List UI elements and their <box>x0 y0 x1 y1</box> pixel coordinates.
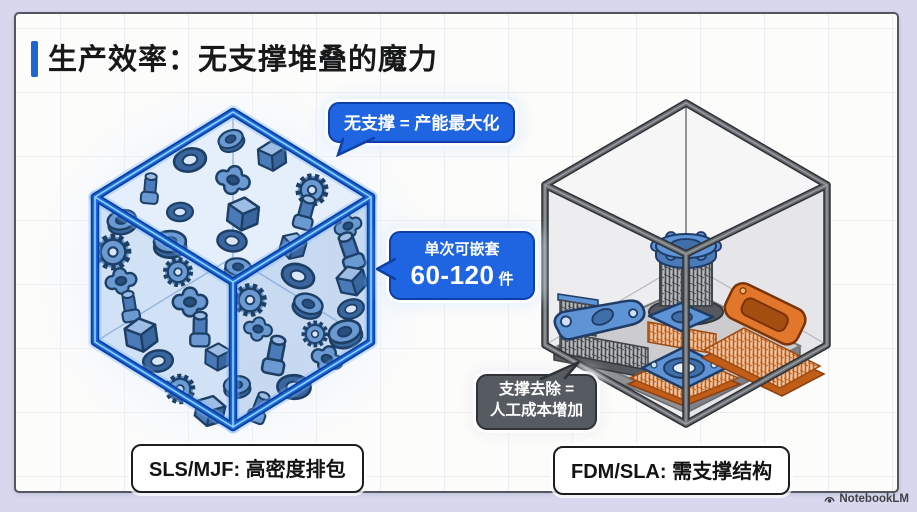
callout-nesting-unit: 件 <box>498 271 514 288</box>
label-sls-mjf: SLS/MJF: 高密度排包 <box>131 444 364 493</box>
callout-no-support-text: 无支撑 = 产能最大化 <box>344 114 500 133</box>
callout-no-support: 无支撑 = 产能最大化 <box>328 102 516 157</box>
orange-bracket-on-supports <box>700 281 826 397</box>
callout-nesting-line1: 单次可嵌套 <box>424 241 500 258</box>
title-accent-bar <box>31 41 38 77</box>
page-title: 生产效率：无支撑堆叠的魔力 <box>48 44 439 76</box>
notebooklm-logo-icon <box>824 496 836 503</box>
callout-tail-up-right-icon <box>539 360 580 380</box>
callout-support-removal-line2: 人工成本增加 <box>490 401 584 419</box>
watermark-text: NotebookLM <box>839 492 909 505</box>
callout-tail-down-left-icon <box>336 137 376 157</box>
gray-cube-frame <box>541 99 831 428</box>
watermark: NotebookLM <box>823 492 909 505</box>
callout-support-removal-line1: 支撑去除 = <box>498 381 575 398</box>
blue-bracket-on-supports <box>553 299 649 379</box>
callout-tail-left-icon <box>376 257 396 281</box>
blue-cube-frame <box>88 105 378 434</box>
label-fdm-sla: FDM/SLA: 需支撑结构 <box>553 446 791 495</box>
callout-support-removal: 支撑去除 = 人工成本增加 <box>476 360 598 430</box>
callout-nesting-value: 60-120 <box>410 260 495 290</box>
